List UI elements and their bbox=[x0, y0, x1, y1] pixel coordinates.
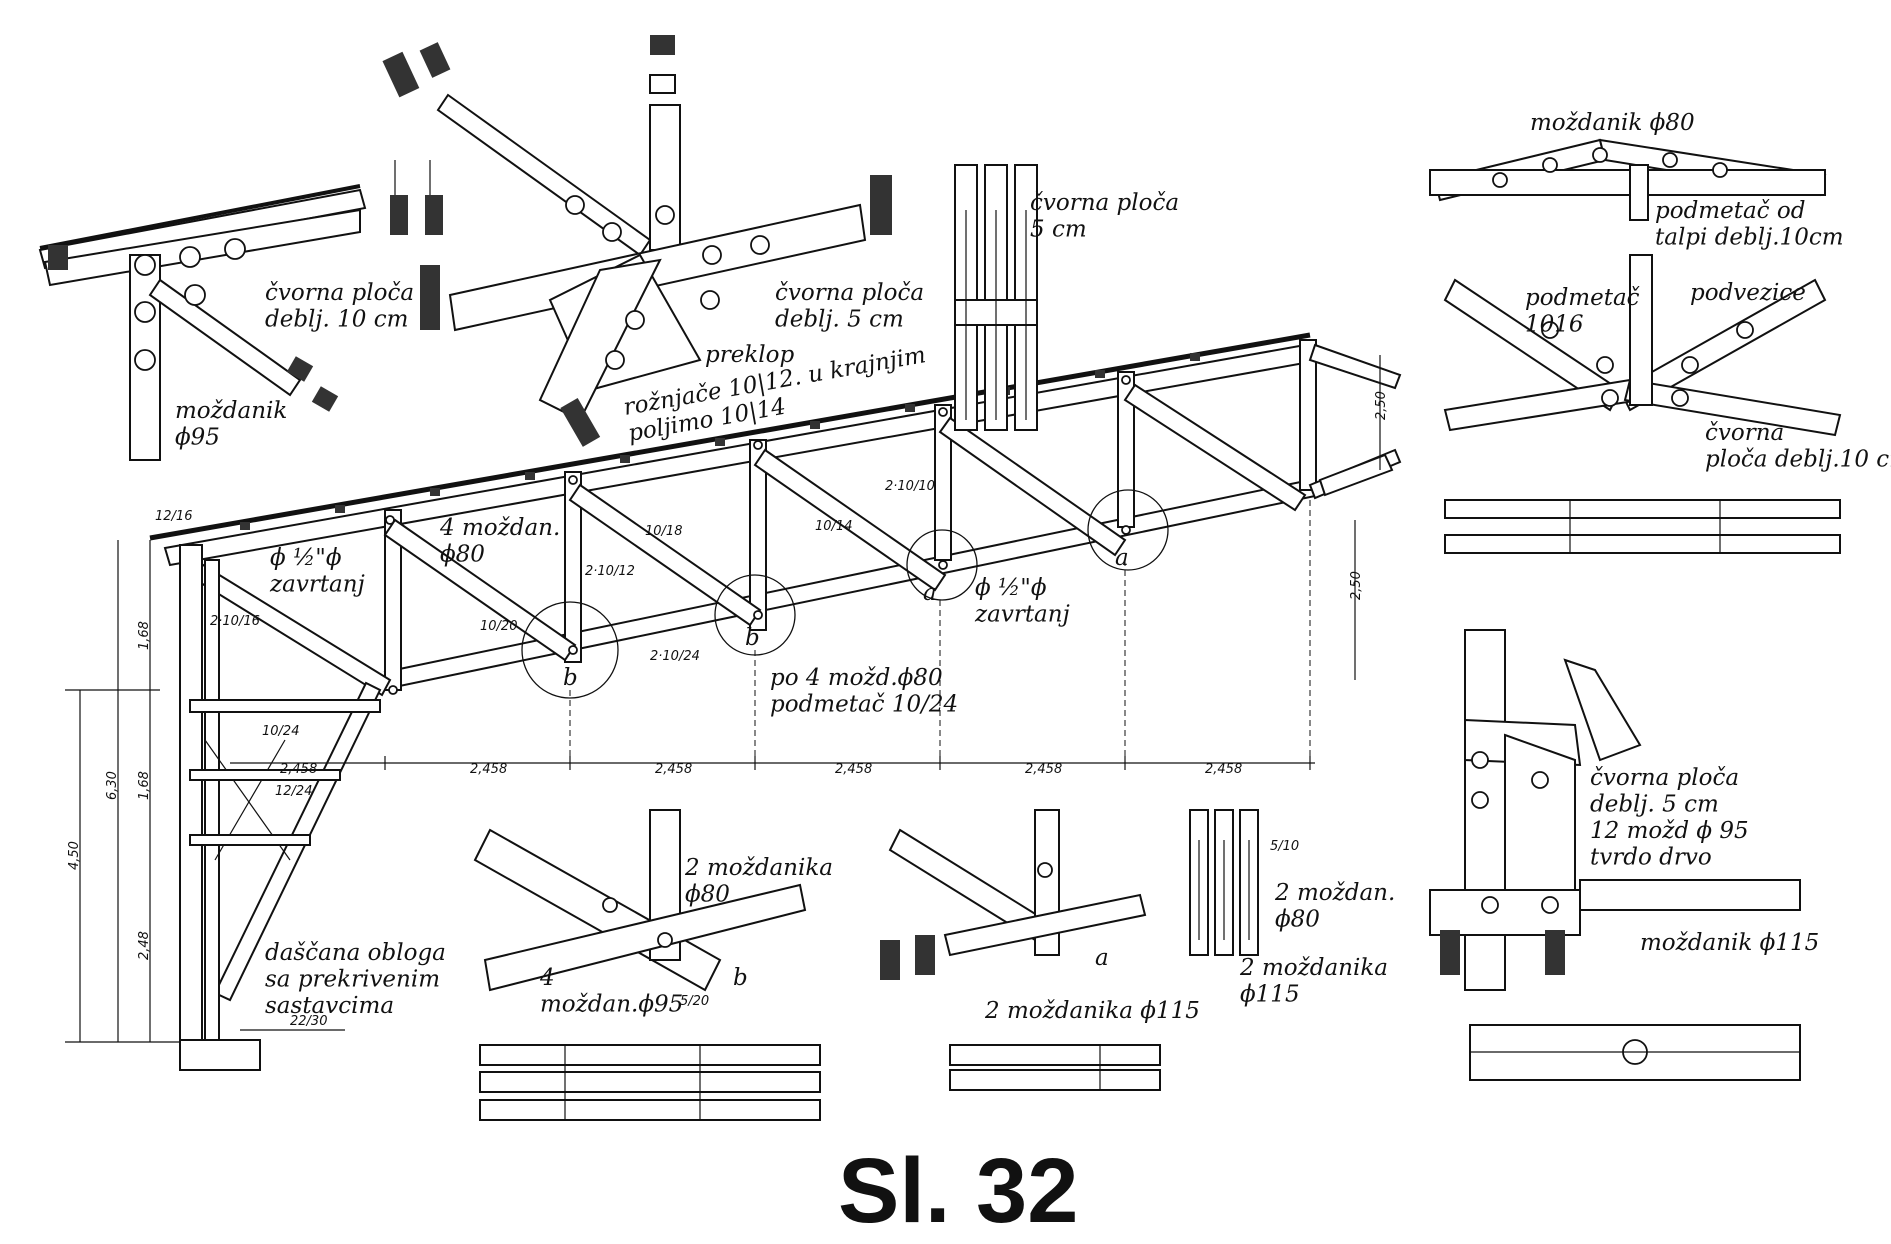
height-dim-248: 2,48 bbox=[137, 931, 152, 960]
mozdanika-2-115-a-label: 2 moždanika ϕ115 bbox=[984, 998, 1200, 1024]
mozdan-2-80-label: 2 moždan.ϕ80 bbox=[1274, 880, 1395, 932]
bay-dim-5: 2,458 bbox=[1025, 762, 1062, 777]
height-dim-630: 6,30 bbox=[105, 771, 120, 800]
section-2-10-12: 2·10/12 bbox=[585, 564, 635, 579]
mozdan-4-label: 4 moždan.ϕ80 bbox=[439, 515, 560, 567]
bay-dim-1: 2,458 bbox=[280, 762, 317, 777]
detail-top-left bbox=[38, 160, 443, 461]
section-5-20: 5/20 bbox=[680, 994, 709, 1009]
node-mark-b-2: b bbox=[563, 665, 578, 691]
height-dim-250b: 2,50 bbox=[1349, 571, 1364, 600]
section-2-10-16: 2·10/16 bbox=[210, 614, 260, 629]
section-10-18: 10/18 bbox=[645, 524, 682, 539]
figure-caption: Sl. 32 bbox=[838, 1140, 1078, 1242]
detail-plate-section bbox=[954, 164, 1038, 431]
section-5-10: 5/10 bbox=[1270, 839, 1299, 854]
mozdanik-115-label: moždanik ϕ115 bbox=[1640, 930, 1819, 956]
node-mark-b-3: b bbox=[733, 965, 748, 991]
section-12-16: 12/16 bbox=[155, 509, 192, 524]
detail-node-section bbox=[1189, 809, 1259, 956]
detail-node-a bbox=[880, 809, 1161, 1091]
height-dim-250a: 2,50 bbox=[1374, 391, 1389, 420]
section-10-14: 10/14 bbox=[815, 519, 852, 534]
bay-dim-2: 2,458 bbox=[470, 762, 507, 777]
node-mark-a-3: a bbox=[1095, 945, 1109, 971]
section-2-10-24: 2·10/24 bbox=[650, 649, 700, 664]
height-dim-168b: 1,68 bbox=[137, 771, 152, 800]
node-mark-a-1: a bbox=[1115, 545, 1129, 571]
height-dim-450: 4,50 bbox=[67, 841, 82, 870]
detail-ridge-cross bbox=[1443, 254, 1842, 554]
node-mark-a-2: a bbox=[923, 580, 937, 606]
section-2-10-10: 2·10/10 bbox=[885, 479, 935, 494]
detail-ridge bbox=[1429, 138, 1827, 221]
preklop-label: preklop bbox=[705, 342, 794, 368]
podvezice-label: podvezice bbox=[1690, 280, 1806, 306]
detail-apex bbox=[382, 35, 892, 447]
detail-support bbox=[1429, 629, 1801, 1081]
bay-dim-4: 2,458 bbox=[835, 762, 872, 777]
detail-node-b bbox=[473, 809, 821, 1121]
bay-dim-6: 2,458 bbox=[1205, 762, 1242, 777]
section-12-24: 12/24 bbox=[275, 784, 312, 799]
mozdanik-80-label: moždanik ϕ80 bbox=[1530, 110, 1695, 136]
main-truss bbox=[65, 332, 1402, 1071]
height-dim-168a: 1,68 bbox=[137, 621, 152, 650]
section-10-24: 10/24 bbox=[262, 724, 299, 739]
section-22-30: 22/30 bbox=[290, 1014, 327, 1029]
node-mark-b-1: b bbox=[745, 625, 760, 651]
section-10-20: 10/20 bbox=[480, 619, 517, 634]
bay-dim-3: 2,458 bbox=[655, 762, 692, 777]
